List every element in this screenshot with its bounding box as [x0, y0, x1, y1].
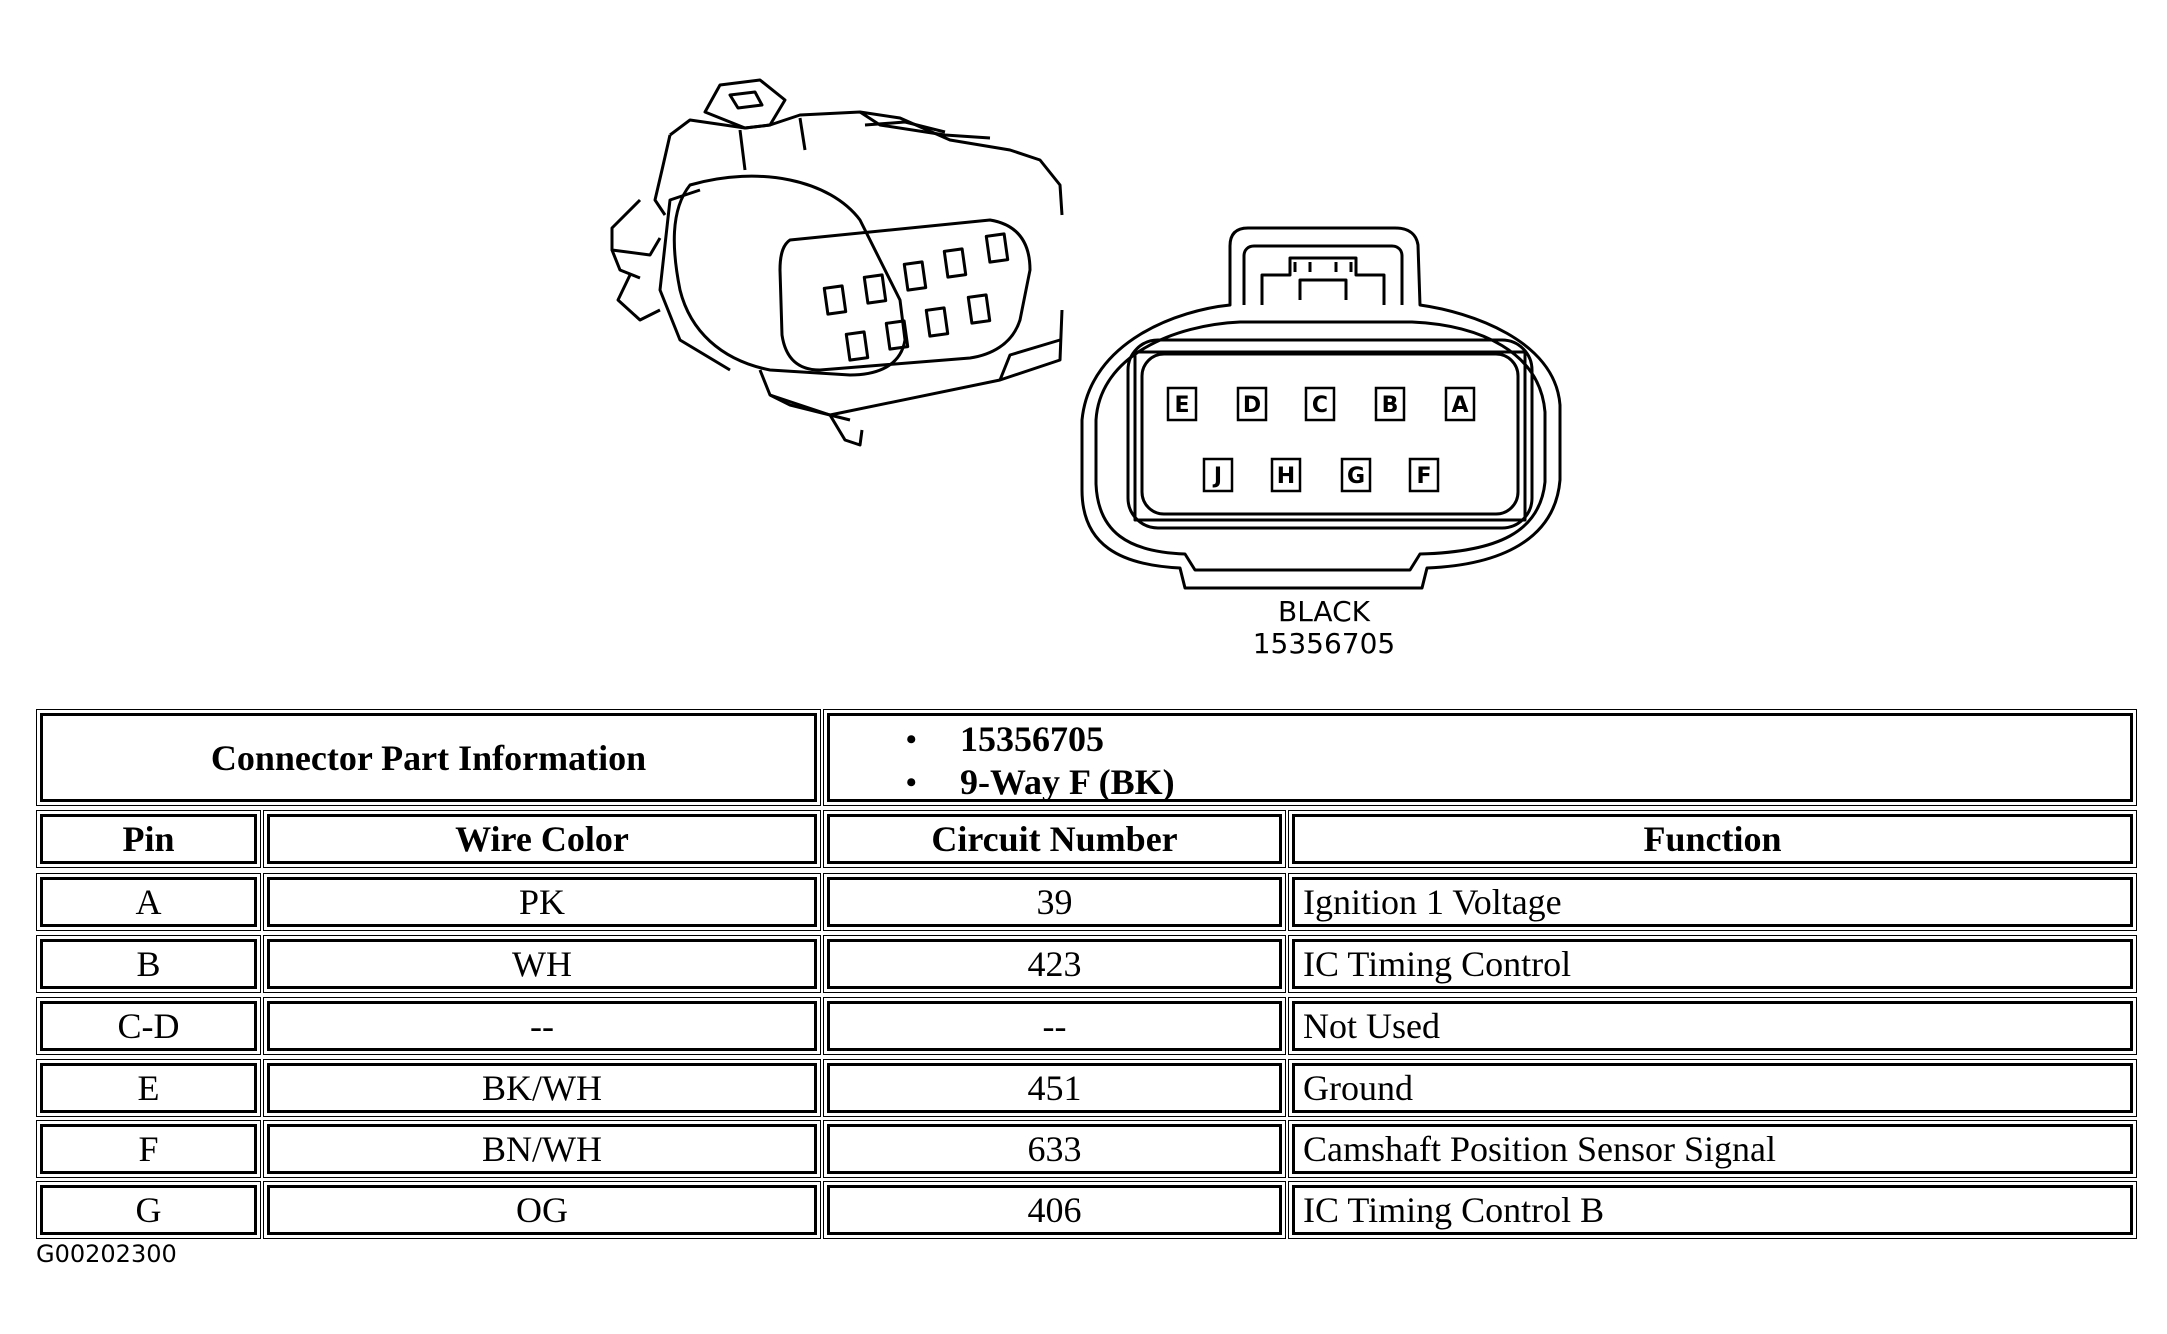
- part-info-item: 9-Way F (BK): [900, 761, 1175, 804]
- pin-a: A: [1444, 386, 1476, 422]
- connector-part-number-label: 15356705: [1252, 627, 1396, 660]
- pin-c: C: [1304, 386, 1336, 422]
- svg-text:B: B: [1382, 393, 1399, 418]
- svg-text:D: D: [1243, 393, 1261, 418]
- cell-function: Not Used: [1288, 997, 2137, 1055]
- cell-circuit-number: --: [823, 997, 1286, 1055]
- pin-f: F: [1408, 457, 1440, 493]
- pin-d: D: [1236, 386, 1268, 422]
- cell-wire-color: --: [263, 997, 821, 1055]
- pin-map: E D C B A J H G: [1166, 386, 1476, 493]
- svg-text:E: E: [1174, 393, 1189, 418]
- connector-drawings: E D C B A J H G: [610, 78, 1562, 590]
- cell-pin: A: [36, 873, 261, 931]
- cell-circuit-number: 633: [823, 1120, 1286, 1178]
- cell-circuit-number: 39: [823, 873, 1286, 931]
- column-header-pin: Pin: [36, 810, 261, 868]
- connector-isometric-view: [610, 78, 1064, 447]
- connector-color-label: BLACK: [1277, 595, 1371, 628]
- svg-text:F: F: [1416, 464, 1431, 489]
- cell-wire-color: PK: [263, 873, 821, 931]
- column-header-circuit-number: Circuit Number: [823, 810, 1286, 868]
- figure-id: G00202300: [36, 1240, 177, 1268]
- cell-wire-color: BN/WH: [263, 1120, 821, 1178]
- cell-pin: F: [36, 1120, 261, 1178]
- pin-b: B: [1374, 386, 1406, 422]
- svg-text:A: A: [1451, 393, 1468, 418]
- cell-circuit-number: 406: [823, 1181, 1286, 1239]
- pin-h: H: [1270, 457, 1302, 493]
- part-info-header: Connector Part Information: [36, 709, 821, 806]
- cell-wire-color: OG: [263, 1181, 821, 1239]
- cell-function: Camshaft Position Sensor Signal: [1288, 1120, 2137, 1178]
- svg-text:J: J: [1212, 464, 1222, 489]
- pin-g: G: [1340, 457, 1372, 493]
- cell-function: IC Timing Control: [1288, 935, 2137, 993]
- svg-text:C: C: [1312, 393, 1328, 418]
- cell-pin: E: [36, 1059, 261, 1117]
- column-header-function: Function: [1288, 810, 2137, 868]
- pin-e: E: [1166, 386, 1198, 422]
- cell-circuit-number: 451: [823, 1059, 1286, 1117]
- svg-text:H: H: [1277, 464, 1295, 489]
- connector-face-view: [1080, 226, 1562, 590]
- part-info-list: 15356705 9-Way F (BK): [900, 718, 1175, 804]
- cell-wire-color: BK/WH: [263, 1059, 821, 1117]
- pin-j: J: [1202, 457, 1234, 493]
- part-info-item: 15356705: [900, 718, 1175, 761]
- cell-pin: C-D: [36, 997, 261, 1055]
- svg-text:G: G: [1347, 464, 1365, 489]
- column-header-wire-color: Wire Color: [263, 810, 821, 868]
- part-info-cell: [823, 709, 2137, 806]
- cell-function: IC Timing Control B: [1288, 1181, 2137, 1239]
- cell-pin: B: [36, 935, 261, 993]
- cell-function: Ignition 1 Voltage: [1288, 873, 2137, 931]
- cell-wire-color: WH: [263, 935, 821, 993]
- cell-function: Ground: [1288, 1059, 2137, 1117]
- cell-circuit-number: 423: [823, 935, 1286, 993]
- cell-pin: G: [36, 1181, 261, 1239]
